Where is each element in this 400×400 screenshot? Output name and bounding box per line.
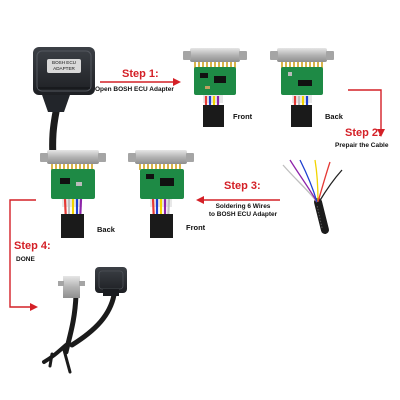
step3-front-board-image <box>128 150 194 238</box>
step3-description-line2: to BOSH ECU Adapter <box>208 211 278 218</box>
step3-title: Step 3: <box>224 180 261 192</box>
step4-arrow <box>9 199 38 311</box>
step3-back-board-image <box>40 150 106 238</box>
step2-arrow <box>348 89 385 137</box>
back-tag-step1: Back <box>321 111 347 123</box>
adapter-label-plate: BOSH ECU ADAPTER <box>47 59 81 73</box>
step1-back-board-image <box>270 48 334 127</box>
step1-title: Step 1: <box>122 68 159 80</box>
step2-description: Prepair the Cable <box>335 142 389 149</box>
step2-cable-image <box>282 159 343 234</box>
front-tag-step1: Front <box>229 111 257 123</box>
step3-description: Soldering 6 Wires to BOSH ECU Adapter <box>198 203 288 219</box>
step4-description: DONE <box>16 256 35 263</box>
step4-title: Step 4: <box>14 240 51 252</box>
step4-finished-cable-image <box>42 267 127 374</box>
step1-description: Open BOSH ECU Adapter <box>95 86 174 93</box>
front-tag-step3: Front <box>182 222 210 234</box>
step1-front-board-image <box>183 48 247 127</box>
step3-description-line1: Soldering 6 Wires <box>215 203 271 210</box>
back-tag-step3: Back <box>93 224 119 236</box>
flow-arrows <box>9 78 385 311</box>
step2-title: Step 2: <box>345 127 382 139</box>
adapter-label-line2: ADAPTER <box>53 66 75 71</box>
adapter-label-line1: BOSH ECU <box>52 60 76 65</box>
